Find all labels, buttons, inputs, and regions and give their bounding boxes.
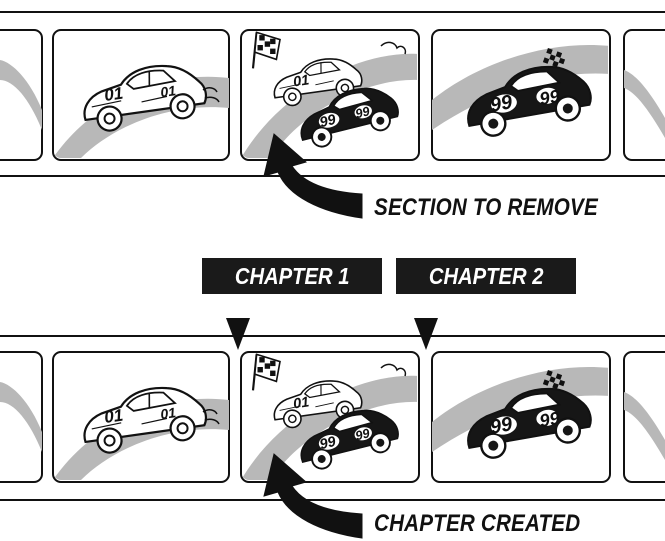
bottom-film-strip: 01 01 01 99 99 xyxy=(0,335,665,501)
frame-car-01: 01 01 xyxy=(52,351,230,483)
car-number-label: 99 xyxy=(318,112,337,131)
car-number-label: 99 xyxy=(488,413,515,439)
car-number-label: 01 xyxy=(103,84,124,105)
car-number-label: 99 xyxy=(488,91,515,117)
car-number-label: 01 xyxy=(292,394,310,412)
partial-frame-left xyxy=(0,351,43,483)
chapter-created-caption: CHAPTER CREATED xyxy=(374,510,581,537)
frame-two-cars: 01 99 99 xyxy=(240,29,420,161)
car-number-label: 01 xyxy=(159,82,177,100)
chapter-2-label: CHAPTER 2 xyxy=(396,258,576,294)
frame-two-cars: 01 99 99 xyxy=(240,351,420,483)
frame-car-99: 99 99 xyxy=(431,29,611,161)
car-number-label: 99 xyxy=(318,434,337,453)
partial-frame-left xyxy=(0,29,43,161)
car-number-label: 01 xyxy=(103,406,124,427)
car-number-label: 99 xyxy=(354,103,372,121)
car-number-label: 01 xyxy=(159,404,177,422)
chapter-1-label-text: CHAPTER 1 xyxy=(234,263,350,289)
car-number-label: 99 xyxy=(354,425,372,443)
car-number-label: 99 xyxy=(538,86,561,109)
top-film-strip: 01 01 01 99 99 xyxy=(0,11,665,177)
chapter-2-marker-icon xyxy=(414,318,438,350)
frame-car-99: 99 99 xyxy=(431,351,611,483)
car-number-label: 01 xyxy=(292,72,310,90)
frame-car-01: 01 01 xyxy=(52,29,230,161)
section-to-remove-caption: SECTION TO REMOVE xyxy=(374,194,598,221)
car-number-label: 99 xyxy=(538,408,561,431)
chapter-2-label-text: CHAPTER 2 xyxy=(428,263,544,289)
chapter-1-marker-icon xyxy=(226,318,250,350)
chapter-1-label: CHAPTER 1 xyxy=(202,258,382,294)
